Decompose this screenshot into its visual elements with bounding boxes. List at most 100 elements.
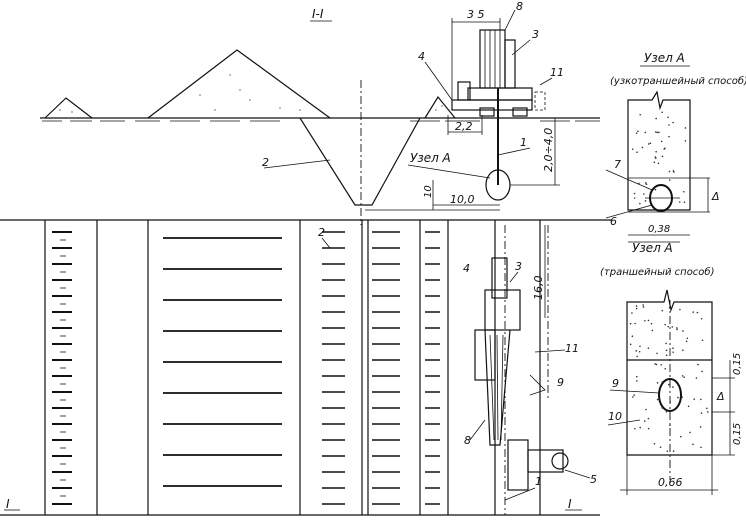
fill-dot <box>644 182 647 184</box>
callout-leader <box>509 271 519 283</box>
detail-callout-6: 6 <box>610 215 617 228</box>
fill-dot <box>631 148 634 150</box>
pole-11 <box>534 91 546 111</box>
fill-dot <box>653 161 656 164</box>
fill-dot <box>684 140 687 142</box>
callout-leader <box>605 204 653 219</box>
mound-dots <box>59 74 443 113</box>
fill-dot <box>693 398 696 400</box>
plan-callout-8: 8 <box>464 434 471 447</box>
fill-dot <box>655 131 657 133</box>
fill-dot <box>681 396 683 399</box>
spoil-mound-small <box>44 97 93 119</box>
fill-dot <box>658 131 660 134</box>
callout-leader <box>609 389 660 394</box>
fill-dot <box>669 424 671 427</box>
plan-item-9 <box>529 374 546 396</box>
fill-dot <box>636 355 638 358</box>
fill-dot <box>645 183 648 186</box>
fill-dot <box>654 188 657 191</box>
callout-1-leader <box>497 147 531 156</box>
fill-dot <box>638 182 640 185</box>
callout-leader <box>321 237 331 249</box>
fill-dot <box>656 352 658 355</box>
dim-top: 3 5 <box>467 8 485 21</box>
fill-dot <box>665 354 668 357</box>
fill-dot <box>636 380 638 382</box>
callout-2: 2 <box>262 156 269 169</box>
fill-dot <box>634 322 636 325</box>
fill-dot <box>678 201 681 203</box>
fill-dot <box>682 190 685 193</box>
fill-dot <box>651 329 654 332</box>
detail-trench-width: 0,66 <box>658 476 683 489</box>
fill-dot <box>644 320 646 322</box>
fill-dot <box>647 347 650 349</box>
fill-dot <box>684 127 687 129</box>
fill-dot <box>653 442 656 445</box>
callout-leader <box>607 419 641 426</box>
fill-dot <box>700 446 702 449</box>
fill-dot <box>644 131 647 134</box>
detail-narrow-title: Узел А <box>644 51 685 65</box>
fill-dot <box>683 201 686 203</box>
dim-bench: 2,2 <box>455 120 473 133</box>
dim-small: 10 <box>423 185 434 198</box>
fill-dot <box>647 319 650 322</box>
fill-dot <box>661 155 664 158</box>
plan-callout-9: 9 <box>557 376 564 389</box>
detail-trench-top-dim: 0,15 <box>732 353 743 375</box>
fill-dot <box>639 202 641 205</box>
callout-leader <box>534 349 566 353</box>
fill-dot <box>700 412 703 414</box>
fill-dot <box>681 375 684 377</box>
fill-dot <box>665 342 667 345</box>
fill-dot <box>637 130 639 133</box>
fill-dot <box>638 350 641 353</box>
fill-dot <box>679 308 681 311</box>
fill-dot <box>631 335 634 338</box>
fill-dot <box>667 116 669 119</box>
fill-dot <box>655 117 657 120</box>
detail-narrow-subtitle: (узкотраншейный способ) <box>610 75 746 87</box>
fill-dot <box>672 386 674 388</box>
callout-4-leader <box>424 61 453 101</box>
fill-dot <box>639 113 642 116</box>
fill-dot <box>697 363 699 366</box>
detail-callout-10: 10 <box>608 410 622 423</box>
detail-callout-9: 9 <box>612 377 619 390</box>
plan-callout-3: 3 <box>515 260 522 273</box>
fill-dot <box>666 450 669 452</box>
fill-dot <box>644 200 647 202</box>
fill-dot <box>656 382 659 384</box>
fill-dot <box>636 151 638 154</box>
fill-dot <box>668 179 671 181</box>
fill-dot <box>673 171 675 173</box>
fill-dot <box>676 328 678 331</box>
fill-dot <box>635 350 637 352</box>
callout-8-leader <box>504 9 516 31</box>
detail-narrow-trench: Узел А (узкотраншейный способ) 7 6 Δ 0,3… <box>605 51 746 236</box>
fill-dot <box>660 140 663 143</box>
fill-dot <box>687 405 690 408</box>
fill-dot <box>647 427 650 430</box>
fill-dot <box>633 192 636 195</box>
callout-2-leader <box>263 159 331 169</box>
fill-dot <box>664 323 666 326</box>
fill-dot <box>664 147 666 149</box>
fill-dot <box>656 398 659 401</box>
fill-dot <box>682 349 684 352</box>
fill-dot <box>661 407 663 409</box>
section-mark-right: I <box>568 497 572 511</box>
fill-dot <box>643 193 645 195</box>
detail-trench-subtitle: (траншейный способ) <box>600 266 715 278</box>
plan-dim-16: 16,0 <box>532 276 545 301</box>
fill-dot <box>645 408 647 411</box>
plan-tick-marks <box>52 231 440 505</box>
fill-dot <box>656 131 659 134</box>
fill-dot <box>672 347 674 349</box>
dim-offset: 10,0 <box>450 193 475 206</box>
plan-callout-2: 2 <box>318 226 325 239</box>
fill-dot <box>642 306 645 308</box>
callout-4: 4 <box>418 50 425 63</box>
